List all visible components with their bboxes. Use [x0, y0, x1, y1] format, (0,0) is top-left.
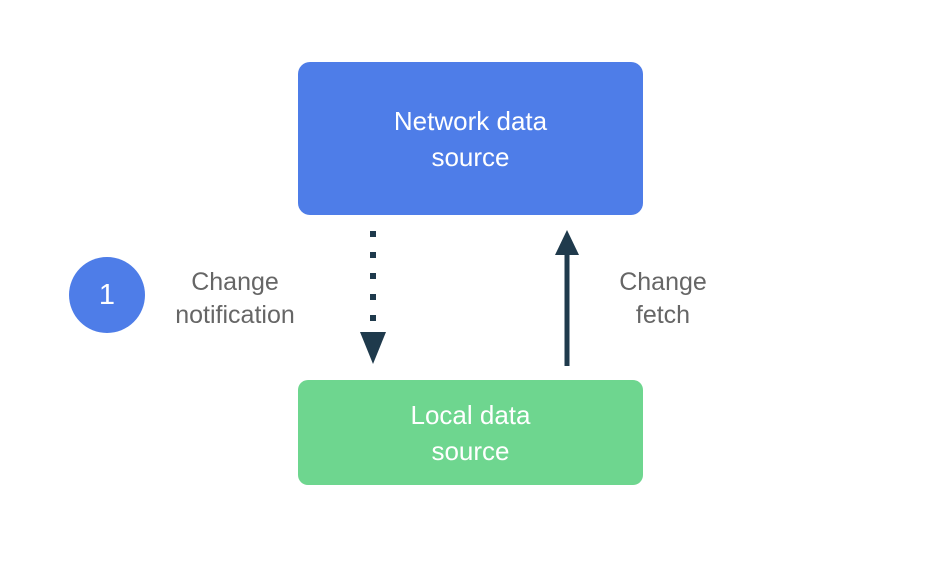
- step-1-badge: 1: [69, 257, 145, 333]
- change-notification-label-line1: Change: [191, 268, 279, 296]
- change-notification-label: Change notification: [135, 266, 335, 332]
- change-fetch-arrow-icon: [555, 230, 579, 366]
- change-fetch-label-line1: Change: [619, 268, 707, 296]
- network-node-label-line2: source: [431, 141, 510, 172]
- local-node-label-line1: Local data: [410, 399, 531, 430]
- local-node-label-line2: source: [431, 435, 510, 466]
- change-notification-arrow-icon: [360, 231, 386, 364]
- step-1-number: 1: [98, 278, 116, 311]
- change-fetch-label: Change fetch: [563, 266, 763, 332]
- network-data-source-node: Network data source: [298, 62, 643, 215]
- network-node-label-line1: Network data: [393, 105, 548, 136]
- local-data-source-node: Local data source: [298, 380, 643, 485]
- change-notification-label-line2: notification: [175, 301, 295, 329]
- change-fetch-label-line2: fetch: [635, 301, 691, 329]
